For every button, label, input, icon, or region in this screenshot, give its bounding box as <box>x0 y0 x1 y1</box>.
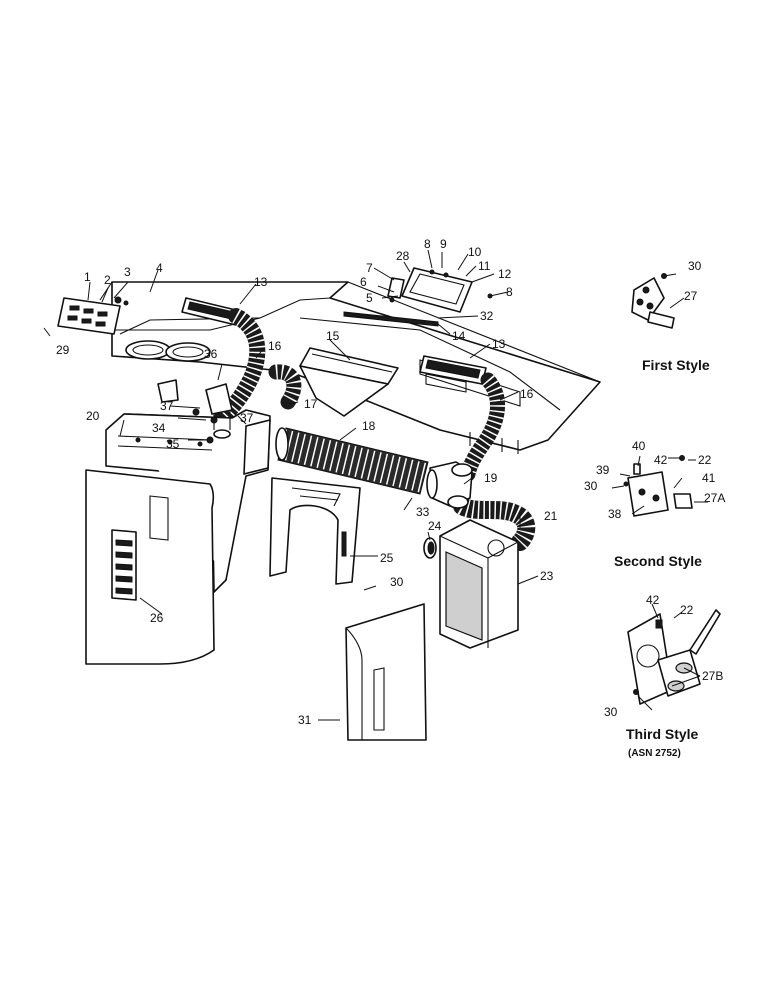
floor-cover-panel <box>345 603 427 741</box>
air-box <box>439 519 519 649</box>
callout-16-left: 16 <box>268 339 282 353</box>
callout-27b: 27B <box>702 669 723 683</box>
callout-5: 5 <box>366 291 373 305</box>
callout-2: 2 <box>104 273 111 287</box>
flex-hose-16-right <box>460 372 506 482</box>
callout-3: 3 <box>124 265 131 279</box>
side-cover-panel <box>85 469 215 665</box>
callout-16-right: 16 <box>520 387 534 401</box>
grommet <box>423 537 437 559</box>
y-fitting <box>426 461 473 509</box>
callout-42-second: 42 <box>654 453 668 467</box>
callout-33: 33 <box>416 505 430 519</box>
control-box <box>387 267 493 313</box>
callout-30-first: 30 <box>688 259 702 273</box>
callout-39: 39 <box>596 463 610 477</box>
callout-22-third: 22 <box>680 603 694 617</box>
callout-12: 12 <box>498 267 512 281</box>
callout-41: 41 <box>702 471 716 485</box>
first-style-valve-bracket <box>631 273 675 329</box>
callout-40: 40 <box>632 439 646 453</box>
callout-20: 20 <box>86 409 100 423</box>
callout-15: 15 <box>326 329 340 343</box>
callout-29: 29 <box>56 343 70 357</box>
duct-shroud <box>269 477 361 585</box>
callout-27: 27 <box>684 289 698 303</box>
callout-30-second: 30 <box>584 479 598 493</box>
callout-labels: 1 2 3 4 29 13 28 8 9 10 11 12 8 7 6 5 32… <box>56 237 725 727</box>
callout-38: 38 <box>608 507 622 521</box>
callout-37-left: 37 <box>160 399 174 413</box>
callout-25: 25 <box>380 551 394 565</box>
callout-8-right: 8 <box>506 285 513 299</box>
callout-19: 19 <box>484 471 498 485</box>
callout-17: 17 <box>304 397 318 411</box>
flex-hose-18 <box>275 427 429 495</box>
callout-26: 26 <box>150 611 164 625</box>
flex-hose-16-left <box>214 308 266 426</box>
center-duct <box>299 347 399 417</box>
first-style-caption: First Style <box>642 357 710 373</box>
defrost-vent-right <box>419 355 487 393</box>
callout-30-third: 30 <box>604 705 618 719</box>
callout-4: 4 <box>156 261 163 275</box>
callout-21: 21 <box>544 509 558 523</box>
callout-13-right: 13 <box>492 337 506 351</box>
third-style-note: (ASN 2752) <box>628 748 681 759</box>
callout-13-left: 13 <box>254 275 268 289</box>
callout-27a: 27A <box>704 491 725 505</box>
callout-30-center: 30 <box>390 575 404 589</box>
callout-31: 31 <box>298 713 312 727</box>
callout-14: 14 <box>452 329 466 343</box>
third-style-caption: Third Style <box>626 726 699 742</box>
callout-18: 18 <box>362 419 376 433</box>
flex-hose-21 <box>453 497 536 551</box>
second-style-valve-bracket <box>623 455 693 517</box>
callout-37-right: 37 <box>240 411 254 425</box>
callout-23: 23 <box>540 569 554 583</box>
callout-42-third: 42 <box>646 593 660 607</box>
callout-22-second: 22 <box>698 453 712 467</box>
mounting-bracket <box>157 379 233 444</box>
callout-9: 9 <box>440 237 447 251</box>
flex-hose-17 <box>268 364 302 410</box>
callout-1: 1 <box>84 270 91 284</box>
callout-36: 36 <box>204 347 218 361</box>
callout-34: 34 <box>152 421 166 435</box>
second-style-caption: Second Style <box>614 553 702 569</box>
callout-10: 10 <box>468 245 482 259</box>
callout-24: 24 <box>428 519 442 533</box>
callout-7: 7 <box>366 261 373 275</box>
callout-6: 6 <box>360 275 367 289</box>
leader-lines <box>43 249 708 721</box>
callout-35: 35 <box>166 437 180 451</box>
callout-32: 32 <box>480 309 494 323</box>
callout-28: 28 <box>396 249 410 263</box>
callout-8-top: 8 <box>424 237 431 251</box>
trim-strip <box>343 311 439 327</box>
third-style-valve <box>627 609 721 705</box>
callout-11: 11 <box>478 259 491 273</box>
control-panel-plate <box>57 296 129 335</box>
